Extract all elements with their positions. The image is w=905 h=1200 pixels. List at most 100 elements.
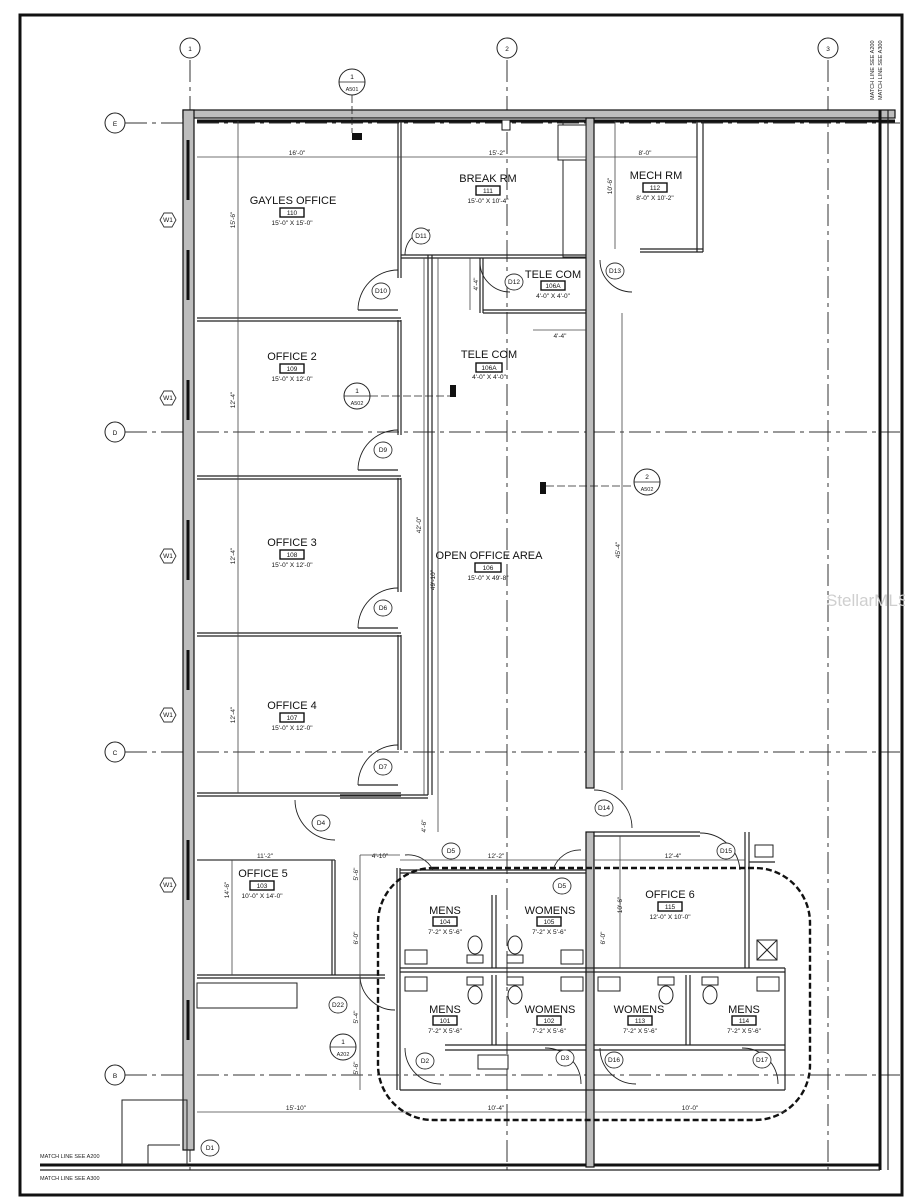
dim-office5-w: 11'-2" [257, 853, 274, 860]
dim-rr-h3: 5'-4" [353, 1010, 360, 1024]
door-tag-d11: D11 [415, 233, 427, 240]
room-telecom-a-name: TELE COM [525, 269, 581, 281]
grid-row-b: B [113, 1073, 117, 1080]
room-telecom-b-number: 106A [481, 365, 497, 372]
exterior-walls [40, 109, 896, 1171]
room-gayles-name: GAYLES OFFICE [250, 195, 337, 207]
room-mens-upper-name: MENS [429, 905, 461, 917]
room-office3-number: 108 [287, 552, 298, 559]
room-office3-name: OFFICE 3 [267, 537, 317, 549]
sheet-border [18, 13, 904, 1197]
room-mech-size: 8'-0" X 10'-2" [636, 195, 674, 202]
dim-bot-right: 10'-0" [682, 1105, 699, 1112]
door-tag-d10: D10 [375, 288, 387, 295]
grid-row-bubbles: E D C B [104, 112, 126, 1086]
room-mens-lower-size: 7'-2" X 5'-6" [428, 1028, 463, 1035]
section-ref-2-num: 1 [355, 388, 359, 395]
dim-rr-h2: 6'-0" [353, 931, 360, 945]
door-tag-d13: D13 [609, 268, 621, 275]
dim-corr-mid: 49'-10" [430, 569, 437, 590]
door-tag-d5-b: D5 [558, 883, 567, 890]
dim-office5-h: 14'-6" [224, 881, 231, 898]
dim-telecom-h: 4'-4" [473, 277, 480, 291]
dim-top-mech: 8'-0" [639, 150, 653, 157]
dim-rr-h5: 6'-0" [600, 931, 607, 945]
room-womens-right-size: 7'-2" X 5'-6" [623, 1028, 658, 1035]
dim-office2-h: 12'-4" [230, 391, 237, 408]
grid-col-1: 1 [188, 46, 192, 53]
room-break-number: 111 [483, 188, 493, 195]
dim-corr-left: 42'-0" [416, 516, 423, 533]
door-tag-d16: D16 [608, 1057, 620, 1064]
window-tag-2: W1 [163, 395, 173, 402]
door-tag-d4: D4 [317, 820, 326, 827]
section-ref-1-sheet: A501 [346, 87, 359, 93]
dimension-text: 16'-0" 15'-2" 8'-0" 10'-6" 15'-6" 4'-4" … [224, 150, 699, 1112]
room-womens-right-name: WOMENS [614, 1004, 665, 1016]
match-line-right: MATCH LINE SEE A200 [870, 40, 876, 100]
room-womens-lower-name: WOMENS [525, 1004, 576, 1016]
room-womens-upper-number: 105 [544, 919, 555, 926]
grid-column-bubbles: 1 2 3 [179, 37, 839, 59]
section-ref-4-num: 1 [341, 1039, 345, 1046]
room-mens-upper-size: 7'-2" X 5'-6" [428, 929, 463, 936]
room-open-office-size: 15'-0" X 49'-8" [467, 575, 509, 582]
room-office3-size: 15'-0" X 12'-0" [271, 562, 313, 569]
room-office5-size: 10'-0" X 14'-0" [241, 893, 283, 900]
door-tag-d3: D3 [561, 1055, 570, 1062]
door-swings [294, 229, 779, 1085]
room-womens-upper-name: WOMENS [525, 905, 576, 917]
grid-col-3: 3 [826, 46, 830, 53]
room-office5-number: 103 [257, 883, 268, 890]
room-womens-lower-number: 102 [544, 1018, 555, 1025]
room-break-size: 15'-0" X 10'-4" [467, 198, 509, 205]
grid-row-e: E [113, 121, 118, 128]
dim-gayles-h: 15'-6" [230, 211, 237, 228]
room-telecom-a-number: 106A [545, 283, 561, 290]
dim-top-break: 15'-2" [489, 150, 506, 157]
dim-rr-h1: 5'-6" [353, 867, 360, 881]
match-line-notes: MATCH LINE SEE A200 MATCH LINE SEE A300 … [40, 40, 884, 1182]
room-mens-lower-name: MENS [429, 1004, 461, 1016]
door-tag-d7: D7 [379, 764, 388, 771]
plumbing-fixtures [404, 935, 780, 1070]
window-tag-5: W1 [163, 882, 173, 889]
section-ref-2-sheet: A502 [351, 401, 364, 407]
room-mens-lower-number: 101 [440, 1018, 451, 1025]
room-office6-size: 12'-0" X 10'-0" [649, 914, 691, 921]
section-ref-4-sheet: A202 [337, 1052, 350, 1058]
room-break-name: BREAK RM [459, 173, 516, 185]
match-line-bottom: MATCH LINE SEE A200 [40, 1154, 100, 1160]
room-womens-upper-size: 7'-2" X 5'-6" [532, 929, 567, 936]
window-tag-1: W1 [163, 217, 173, 224]
dim-mid-w: 12'-2" [488, 853, 505, 860]
door-tag-d12: D12 [508, 279, 520, 286]
watermark: StellarMLS [826, 591, 905, 610]
room-number-boxes [249, 182, 757, 1026]
dim-bot-left: 15'-10" [286, 1105, 307, 1112]
dim-corr-h: 4'-6" [421, 819, 428, 833]
room-open-office-name: OPEN OFFICE AREA [436, 550, 544, 562]
room-office6-number: 115 [665, 904, 676, 911]
dimension-lines [197, 121, 785, 1113]
door-tag-d6: D6 [379, 605, 388, 612]
door-tag-d15: D15 [720, 848, 732, 855]
room-office4-size: 15'-0" X 12'-0" [271, 725, 313, 732]
door-tag-d22: D22 [332, 1002, 344, 1009]
interior-walls [121, 120, 786, 1166]
room-office2-size: 15'-0" X 12'-0" [271, 376, 313, 383]
room-mens-right-size: 7'-2" X 5'-6" [727, 1028, 762, 1035]
door-tags: D1 D2 D3 D4 D5 D6 D7 D9 D10 D11 D12 D13 … [200, 227, 772, 1157]
room-office4-name: OFFICE 4 [267, 700, 317, 712]
room-office4-number: 107 [287, 715, 298, 722]
dim-office4-h: 12'-4" [230, 706, 237, 723]
room-womens-lower-size: 7'-2" X 5'-6" [532, 1028, 567, 1035]
room-womens-right-number: 113 [635, 1018, 646, 1025]
match-line-right-2: MATCH LINE SEE A300 [878, 40, 884, 100]
grid-col-2: 2 [505, 46, 509, 53]
room-office2-number: 109 [287, 366, 298, 373]
room-telecom-a-size: 4'-0" X 4'-0" [536, 293, 571, 300]
room-open-office-number: 106 [483, 565, 494, 572]
room-gayles-size: 15'-0" X 15'-0" [271, 220, 313, 227]
room-telecom-b-size: 4'-0" X 4'-0" [472, 374, 507, 381]
